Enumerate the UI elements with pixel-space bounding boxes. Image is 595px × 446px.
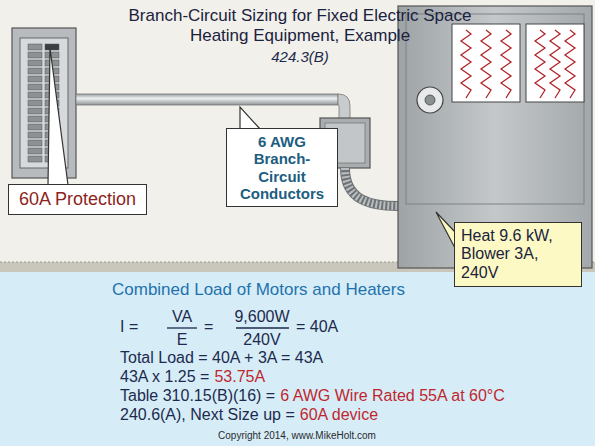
fraction-bar [236, 327, 289, 328]
calculation-line: 240.6(A), Next Size up = [120, 406, 295, 424]
fraction-bar [167, 327, 197, 328]
formula-text: 9,600W [234, 308, 289, 326]
formula-text: 240V [243, 331, 280, 349]
copyright-note: Copyright 2014, www.MikeHolt.com [218, 430, 376, 442]
callout-pointer [436, 212, 455, 248]
calc-band [0, 272, 595, 446]
result-value: 6 AWG Wire Rated 55A at 60°C [280, 387, 505, 405]
calculation-line: 43A x 1.25 = [120, 368, 209, 386]
calculation-line: Total Load = 40A + 3A = 43A [120, 349, 323, 367]
flexible-conduit-ribs [345, 168, 398, 206]
flexible-conduit [345, 168, 398, 206]
node-text: 6 AWG Branch-Circuit Conductors [232, 133, 332, 202]
code-reference: 424.3(B) [271, 48, 329, 65]
result-value: 60A device [300, 406, 378, 424]
formula-text: I = [120, 318, 138, 336]
callout-pointer [48, 48, 68, 185]
node-text: Heat 9.6 kW, Blower 3A, 240V [461, 227, 575, 282]
formula-text: E [177, 331, 188, 349]
title: Branch-Circuit Sizing for Fixed Electric… [115, 6, 485, 47]
formula-text: = [204, 318, 213, 336]
callout-box: 60A Protection [8, 184, 147, 215]
callout-pointer [240, 107, 260, 129]
conduit [76, 94, 350, 120]
node-text: Combined Load of Motors and Heaters [112, 280, 595, 300]
node-text: 60A Protection [19, 189, 136, 210]
panelboard [12, 28, 76, 178]
result-value: 53.75A [214, 368, 265, 386]
formula-text: = 40A [296, 318, 338, 336]
rating-box: Heat 9.6 kW, Blower 3A, 240V [454, 222, 582, 287]
formula-text: VA [172, 308, 192, 326]
calculation-line: Table 310.15(B)(16) = [120, 387, 275, 405]
callout-box: 6 AWG Branch-Circuit Conductors [226, 128, 338, 207]
